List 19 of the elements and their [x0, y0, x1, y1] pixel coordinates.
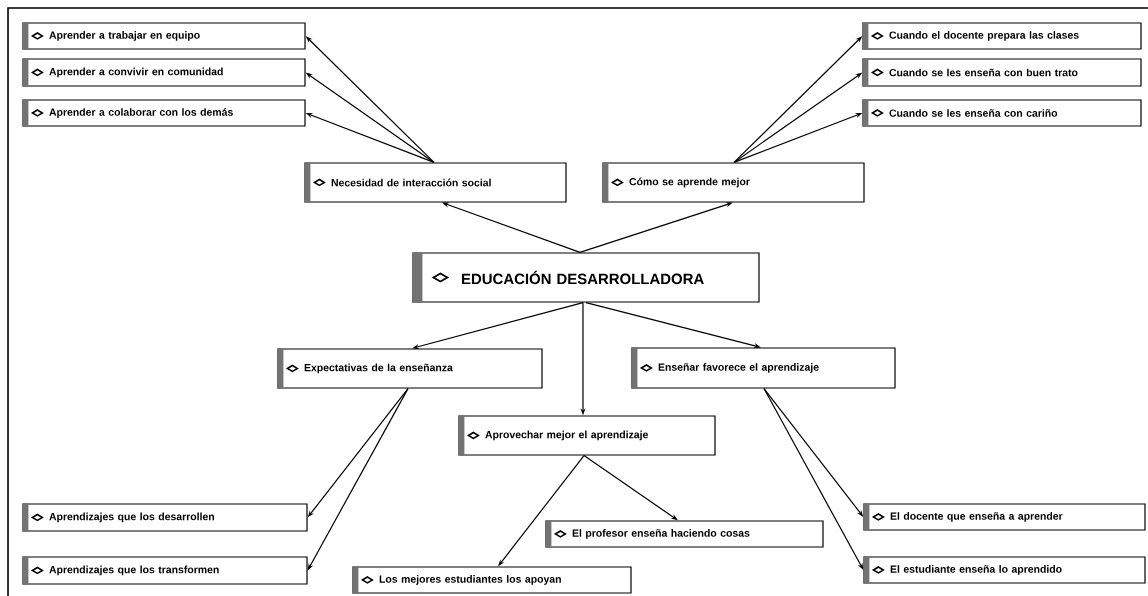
- concept-box: El docente que enseña a aprender: [863, 503, 1146, 531]
- concept-box: Aprender a colaborar con los demás: [22, 99, 306, 127]
- concept-box: Aprovechar mejor el aprendizaje: [458, 415, 716, 456]
- concept-box: Cómo se aprende mejor: [602, 162, 865, 203]
- concept-box: EDUCACIÓN DESARROLLADORA: [412, 252, 760, 303]
- concept-box: Aprender a convivir en comunidad: [22, 58, 306, 87]
- concept-box: Enseñar favorece el aprendizaje: [631, 347, 896, 389]
- concept-box: El estudiante enseña lo aprendido: [863, 556, 1146, 584]
- concept-box: Los mejores estudiantes los apoyan: [352, 566, 632, 594]
- concept-box: Cuando el docente prepara las clases: [862, 22, 1142, 50]
- concept-box: Cuando se les enseña con cariño: [862, 99, 1142, 127]
- concept-box: Cuando se les enseña con buen trato: [862, 58, 1142, 87]
- concept-box: Necesidad de interacción social: [304, 162, 567, 203]
- concept-box: Aprendizajes que los desarrollen: [22, 503, 308, 532]
- concept-box: Aprender a trabajar en equipo: [22, 22, 306, 50]
- concept-box: El profesor enseña haciendo cosas: [545, 520, 824, 548]
- concept-box: Expectativas de la enseñanza: [277, 348, 543, 389]
- arrow: [763, 388, 864, 570]
- concept-box: Aprendizajes que los transformen: [22, 556, 308, 585]
